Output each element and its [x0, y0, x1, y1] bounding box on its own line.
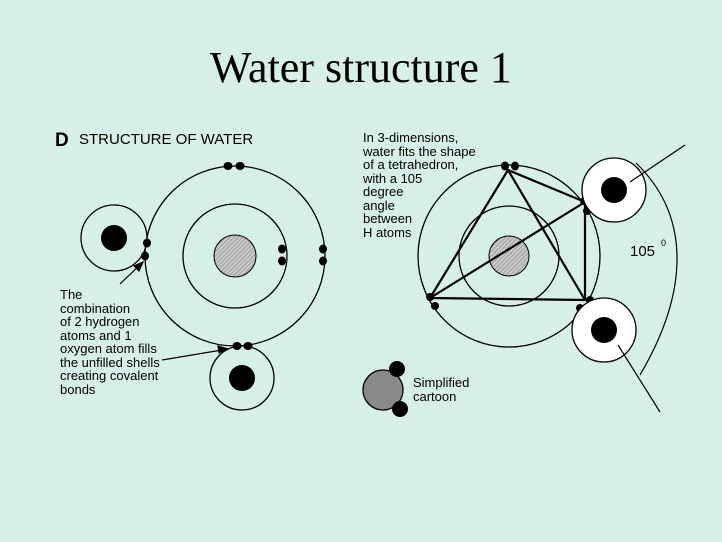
slide-title: Water structure 1: [210, 43, 512, 92]
panel-letter: D: [55, 130, 69, 151]
oxygen-inner-shell: [182, 203, 288, 309]
combination-caption: The combination of 2 hydrogen atoms and …: [60, 287, 160, 397]
bond-angle-indicator: [617, 144, 686, 413]
bond-angle-unit: 0: [661, 238, 667, 248]
hydrogen-nucleus: [229, 365, 255, 391]
hydrogen-nucleus: [101, 225, 127, 251]
tetrahedron-shape: [428, 168, 587, 302]
electron-pair-inner-right: [278, 244, 286, 266]
caption-arrows: [119, 260, 230, 361]
electron-pair-outer-right: [319, 244, 327, 266]
cartoon-oxygen: [362, 369, 404, 411]
hydrogen-atom-upper-right: [581, 157, 647, 223]
hydrogen-atom-bottom: [209, 345, 275, 411]
oxygen-nucleus: [488, 235, 530, 277]
cartoon-hydrogen: [392, 401, 408, 417]
cartoon-hydrogen: [389, 361, 405, 377]
shared-electron-pair-left: [141, 238, 151, 261]
hydrogen-atom-left: [80, 204, 148, 272]
hydrogen-atom-lower-right: [571, 297, 637, 363]
oxygen-atom-3d: [417, 164, 601, 348]
hydrogen-nucleus: [591, 317, 617, 343]
bond-angle-value: 105: [630, 243, 656, 260]
panel-heading: STRUCTURE OF WATER: [79, 131, 254, 148]
oxygen-nucleus: [213, 234, 257, 278]
oxygen-atom-2d: [141, 162, 327, 350]
simplified-water-cartoon: [362, 361, 408, 417]
tetrahedron-caption: In 3-dimensions, water fits the shape of…: [363, 130, 476, 240]
electron-pair-top: [223, 162, 245, 170]
hydrogen-nucleus: [601, 177, 627, 203]
cartoon-caption: Simplified cartoon: [413, 375, 470, 404]
